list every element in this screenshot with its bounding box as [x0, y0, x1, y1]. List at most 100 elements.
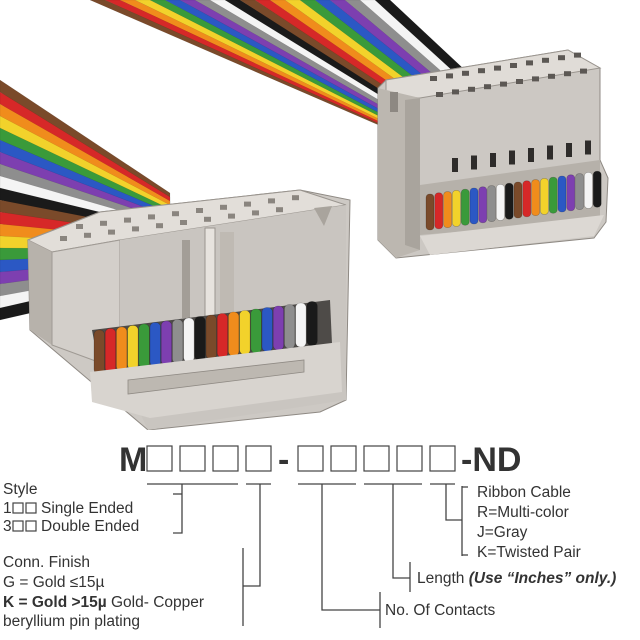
wire-end — [487, 185, 496, 222]
style-heading: Style — [3, 481, 37, 498]
wire-end — [261, 307, 273, 352]
contact-hole — [276, 207, 283, 213]
product-illustration — [0, 0, 609, 430]
contact-slot — [574, 52, 581, 58]
contact-hole — [84, 232, 91, 238]
code-box — [396, 445, 423, 472]
wire-end — [469, 187, 479, 225]
wire-end — [575, 173, 584, 210]
wire-end — [504, 182, 514, 220]
contact-hole — [156, 223, 163, 229]
contact-slot — [478, 68, 485, 74]
top-contact-holes — [60, 195, 299, 241]
connector-double-ended-right — [377, 49, 609, 259]
finish-leader — [250, 484, 261, 587]
style-box — [25, 502, 37, 514]
wire-end — [540, 178, 549, 215]
contact-slot — [468, 86, 475, 92]
code-box — [179, 445, 206, 472]
cable-multi: R=Multi-color — [477, 504, 569, 521]
wire-end — [250, 308, 262, 354]
contact-window — [471, 155, 477, 170]
front-contact-windows — [452, 140, 591, 172]
code-dash: - — [278, 441, 289, 479]
cable-twisted: K=Twisted Pair — [477, 544, 581, 561]
part-number-code: M - -ND — [119, 441, 521, 479]
contact-window — [585, 140, 591, 155]
finish-legend: Conn. Finish G = Gold ≤15µ K = Gold >15µ… — [3, 554, 204, 630]
wire-end — [592, 170, 602, 208]
contact-hole — [292, 195, 299, 201]
code-box — [212, 445, 239, 472]
wire-end — [531, 179, 540, 216]
contact-window — [528, 148, 534, 162]
finish-gold-high-line2: beryllium pin plating — [3, 613, 140, 630]
contact-hole — [196, 208, 203, 213]
contact-hole — [220, 204, 227, 210]
contact-window — [547, 145, 553, 160]
contacts-leader — [321, 484, 380, 611]
style-box — [12, 502, 24, 514]
contact-hole — [100, 220, 107, 226]
wire-end — [460, 188, 470, 226]
wire-end — [127, 325, 139, 370]
cable-heading: Ribbon Cable — [477, 484, 571, 501]
contacts-label: No. Of Contacts — [385, 602, 496, 619]
wire-end — [478, 186, 488, 224]
contact-slot — [516, 79, 523, 84]
ribbon-wires-end — [425, 170, 602, 231]
contact-hole — [228, 213, 235, 219]
top-contact-slots — [430, 52, 587, 97]
wire-end — [443, 191, 452, 228]
finish-gold-high: K = Gold >15µ Gold- Copper — [3, 594, 204, 611]
contact-slot — [446, 73, 453, 79]
length-leader — [392, 484, 410, 579]
wire-end — [557, 175, 567, 213]
code-box — [297, 445, 324, 472]
wire-end — [513, 181, 523, 219]
part-number-legend: M - -ND Style 1 Single Ended 3 Doub — [3, 441, 616, 630]
contact-slot — [462, 70, 469, 76]
wire-end — [306, 301, 318, 346]
contact-hole — [60, 236, 67, 241]
style-double-prefix: 3 — [3, 518, 12, 535]
contact-hole — [172, 211, 179, 217]
contact-hole — [244, 201, 251, 207]
wire-end — [425, 193, 435, 231]
wire-end — [116, 326, 128, 372]
style-leader — [173, 484, 183, 534]
contact-slot — [548, 73, 555, 79]
contact-slot — [494, 65, 501, 71]
code-box — [146, 445, 173, 472]
contact-slot — [484, 84, 491, 90]
contact-hole — [268, 198, 275, 204]
contact-slot — [564, 71, 571, 77]
contact-slot — [542, 57, 549, 63]
style-box — [12, 520, 24, 532]
contact-slot — [430, 76, 437, 81]
wire-end — [104, 328, 116, 373]
wire-end — [160, 320, 172, 366]
code-box — [330, 445, 357, 472]
code-suffix: -ND — [461, 441, 521, 479]
wire-end — [566, 174, 576, 212]
contact-hole — [108, 229, 115, 235]
contact-hole — [180, 220, 187, 225]
finish-heading: Conn. Finish — [3, 554, 90, 571]
contact-slot — [510, 63, 517, 68]
style-legend: Style 1 Single Ended 3 Double Ended — [3, 481, 139, 535]
wire-end — [239, 310, 251, 355]
wire-end — [228, 311, 240, 357]
wire-end — [216, 313, 228, 358]
contact-slot — [500, 81, 507, 87]
contact-hole — [132, 226, 139, 232]
contact-hole — [148, 214, 155, 220]
contact-hole — [76, 224, 83, 229]
ribbon-wires-end — [93, 301, 318, 375]
wire-end — [434, 192, 444, 230]
contact-slot — [526, 60, 533, 66]
contact-slot — [558, 55, 565, 61]
wire-end — [496, 184, 505, 221]
style-double-label: Double Ended — [41, 518, 139, 535]
contact-hole — [124, 217, 131, 223]
